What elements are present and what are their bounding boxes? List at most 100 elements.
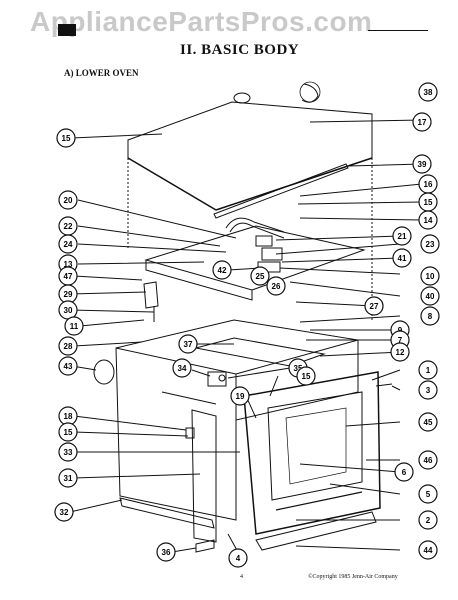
callout-label: 22 (64, 222, 73, 231)
callout-45: 45 (418, 412, 438, 432)
callout-circle (58, 190, 78, 210)
callout-label: 36 (162, 548, 171, 557)
callout-circle (420, 266, 440, 286)
callout-label: 11 (70, 322, 79, 331)
callout-label: 23 (426, 240, 435, 249)
callout-label: 16 (424, 180, 433, 189)
callout-circle (420, 306, 440, 326)
callout-5: 5 (418, 484, 438, 504)
callout-20: 20 (58, 190, 78, 210)
callout-label: 41 (398, 254, 407, 263)
callout-15: 15 (58, 422, 78, 442)
callout-32: 32 (54, 502, 74, 522)
callout-label: 6 (402, 468, 407, 477)
callout-circle (418, 360, 438, 380)
callout-4: 4 (228, 548, 248, 568)
callout-21: 21 (392, 226, 412, 246)
section-subtitle: A) LOWER OVEN (64, 68, 139, 78)
callout-label: 47 (64, 272, 73, 281)
callout-circle (420, 234, 440, 254)
callout-circle (58, 468, 78, 488)
callout-circle (364, 296, 384, 316)
callout-label: 15 (424, 198, 433, 207)
callout-label: 19 (236, 392, 245, 401)
callout-label: 38 (424, 88, 433, 97)
callout-41: 41 (392, 248, 412, 268)
callout-circle (228, 548, 248, 568)
callout-circle (390, 342, 410, 362)
callout-14: 14 (418, 210, 438, 230)
callout-40: 40 (420, 286, 440, 306)
callout-1: 1 (418, 360, 438, 380)
callout-circle (58, 336, 78, 356)
callout-label: 46 (424, 456, 433, 465)
copyright-notice: ©Copyright 1985 Jenn-Air Company (308, 574, 398, 580)
callout-label: 2 (426, 516, 431, 525)
callout-28: 28 (58, 336, 78, 356)
callout-circle (64, 316, 84, 336)
callout-33: 33 (58, 442, 78, 462)
callout-label: 39 (418, 160, 427, 169)
callout-8: 8 (420, 306, 440, 326)
callout-11: 11 (64, 316, 84, 336)
callout-15: 15 (56, 128, 76, 148)
callout-label: 32 (60, 508, 69, 517)
callout-label: 33 (64, 448, 73, 457)
callout-label: 44 (424, 546, 433, 555)
callout-label: 30 (64, 306, 73, 315)
callout-label: 42 (218, 266, 227, 275)
top-rule (368, 30, 428, 31)
page-title: II. BASIC BODY (180, 42, 300, 58)
callout-26: 26 (266, 276, 286, 296)
callout-label: 10 (426, 272, 435, 281)
callout-label: 37 (184, 340, 193, 349)
callout-circle (420, 286, 440, 306)
callout-circle (412, 112, 432, 132)
callout-label: 40 (426, 292, 435, 301)
callout-16: 16 (418, 174, 438, 194)
callout-circle (418, 210, 438, 230)
callout-label: 13 (64, 260, 73, 269)
callout-36: 36 (156, 542, 176, 562)
callout-circle (418, 380, 438, 400)
callout-label: 20 (64, 196, 73, 205)
callout-label: 43 (64, 362, 73, 371)
callout-label: 27 (370, 302, 379, 311)
callout-15: 15 (418, 192, 438, 212)
callout-label: 4 (236, 554, 241, 563)
callout-circle (392, 248, 412, 268)
callout-30: 30 (58, 300, 78, 320)
callout-46: 46 (418, 450, 438, 470)
callout-24: 24 (58, 234, 78, 254)
callout-label: 18 (64, 412, 73, 421)
callout-29: 29 (58, 284, 78, 304)
callout-circle (58, 356, 78, 376)
callout-43: 43 (58, 356, 78, 376)
callout-circle (172, 358, 192, 378)
callout-label: 15 (62, 134, 71, 143)
callout-circle (412, 154, 432, 174)
callout-label: 7 (398, 336, 403, 345)
callout-circle (54, 502, 74, 522)
callout-label: 34 (178, 364, 187, 373)
callout-circle (418, 540, 438, 560)
callout-37: 37 (178, 334, 198, 354)
callout-label: 12 (396, 348, 405, 357)
callout-label: 15 (302, 372, 311, 381)
callout-label: 45 (424, 418, 433, 427)
callout-circle (56, 128, 76, 148)
callout-circle (392, 226, 412, 246)
callout-label: 5 (426, 490, 431, 499)
callout-label: 35 (294, 364, 303, 373)
callout-circle (250, 266, 270, 286)
callout-label: 26 (272, 282, 281, 291)
callout-circle (230, 386, 250, 406)
callout-47: 47 (58, 266, 78, 286)
callout-circle (58, 234, 78, 254)
callout-label: 8 (428, 312, 433, 321)
callout-label: 3 (426, 386, 431, 395)
callout-6: 6 (394, 462, 414, 482)
callout-17: 17 (412, 112, 432, 132)
callout-22: 22 (58, 216, 78, 236)
